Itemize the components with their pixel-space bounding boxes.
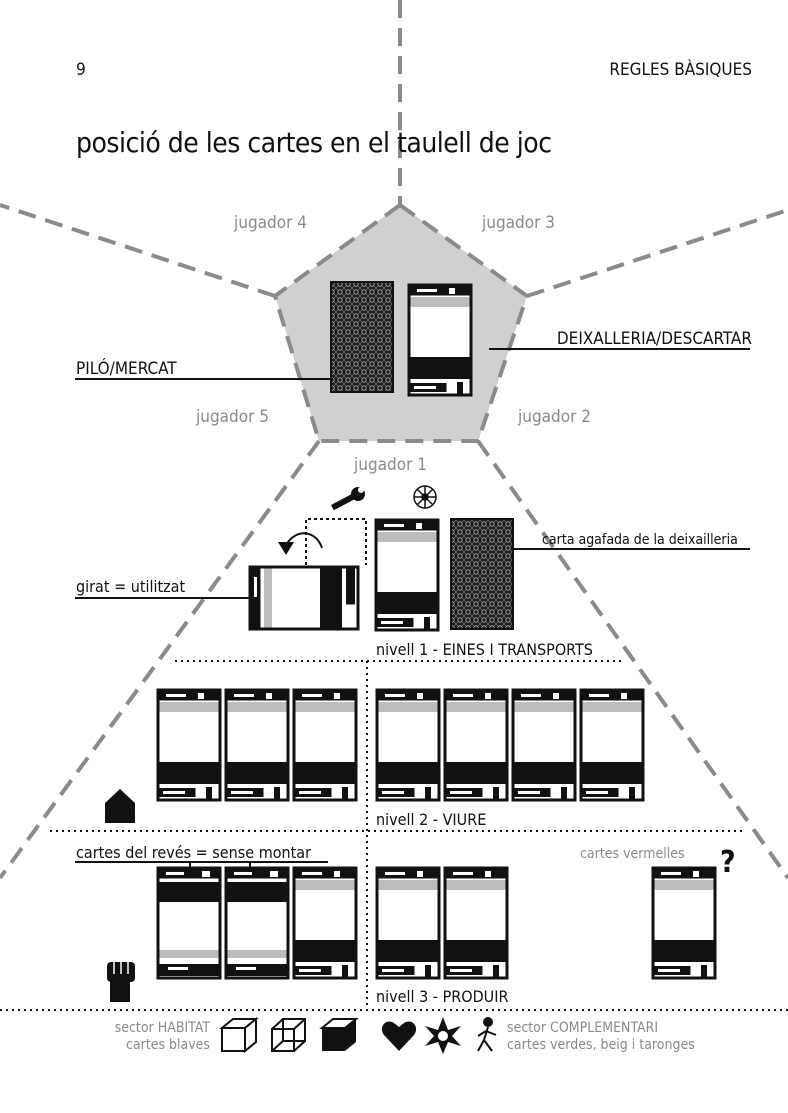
red-cards-label: cartes vermelles <box>580 846 685 862</box>
walker-icon <box>477 1017 497 1052</box>
complementari-sector-title: sector COMPLEMENTARI <box>507 1020 659 1036</box>
player-1-label: jugador 1 <box>354 455 427 475</box>
player-4-label: jugador 4 <box>234 213 307 233</box>
rotated-label: girat = utilitzat <box>76 577 186 596</box>
tool-slot-outline <box>305 518 367 565</box>
level2-cards <box>156 688 645 802</box>
complementari-sector-subtitle: cartes verdes, beig i taronges <box>507 1037 695 1053</box>
habitat-sector-subtitle: cartes blaves <box>125 1037 210 1053</box>
page-number: 9 <box>76 60 86 80</box>
pile-label: PILÓ/MERCAT <box>76 359 177 379</box>
star-icon <box>425 1017 461 1054</box>
open-box-icon <box>219 1016 259 1054</box>
center-pentagon <box>272 202 530 443</box>
house-icon <box>105 789 135 823</box>
section-title: REGLES BÀSIQUES <box>609 60 752 80</box>
player-2-label: jugador 2 <box>518 407 591 427</box>
wrench-icon <box>330 487 365 511</box>
rotated-card <box>248 565 360 631</box>
solid-cube-icon <box>319 1018 359 1051</box>
sector-boundaries <box>0 0 788 880</box>
reversed-label: cartes del revés = sense montar <box>76 843 312 862</box>
wireframe-cube-icon <box>271 1018 306 1052</box>
page-title: posició de les cartes en el taulell de j… <box>76 126 552 159</box>
discard-pile-card <box>407 283 473 397</box>
wheel-icon <box>413 485 437 509</box>
player-3-label: jugador 3 <box>482 213 555 233</box>
taken-discard-card <box>450 518 514 630</box>
habitat-sector-title: sector HABITAT <box>114 1020 210 1036</box>
draw-pile-card <box>330 281 394 393</box>
level3-label: nivell 3 - PRODUIR <box>376 987 509 1006</box>
fist-icon <box>107 962 135 1002</box>
question-mark: ? <box>720 845 736 880</box>
discard-label: DEIXALLERIA/DESCARTAR <box>556 329 752 349</box>
level1-label: nivell 1 - EINES I TRANSPORTS <box>376 640 593 659</box>
heart-icon <box>381 1021 417 1051</box>
level3-cards <box>156 866 717 980</box>
taken-label: carta agafada de la deixailleria <box>542 532 738 548</box>
transport-card <box>374 518 440 632</box>
level2-label: nivell 2 - VIURE <box>376 810 487 829</box>
player-5-label: jugador 5 <box>196 407 269 427</box>
